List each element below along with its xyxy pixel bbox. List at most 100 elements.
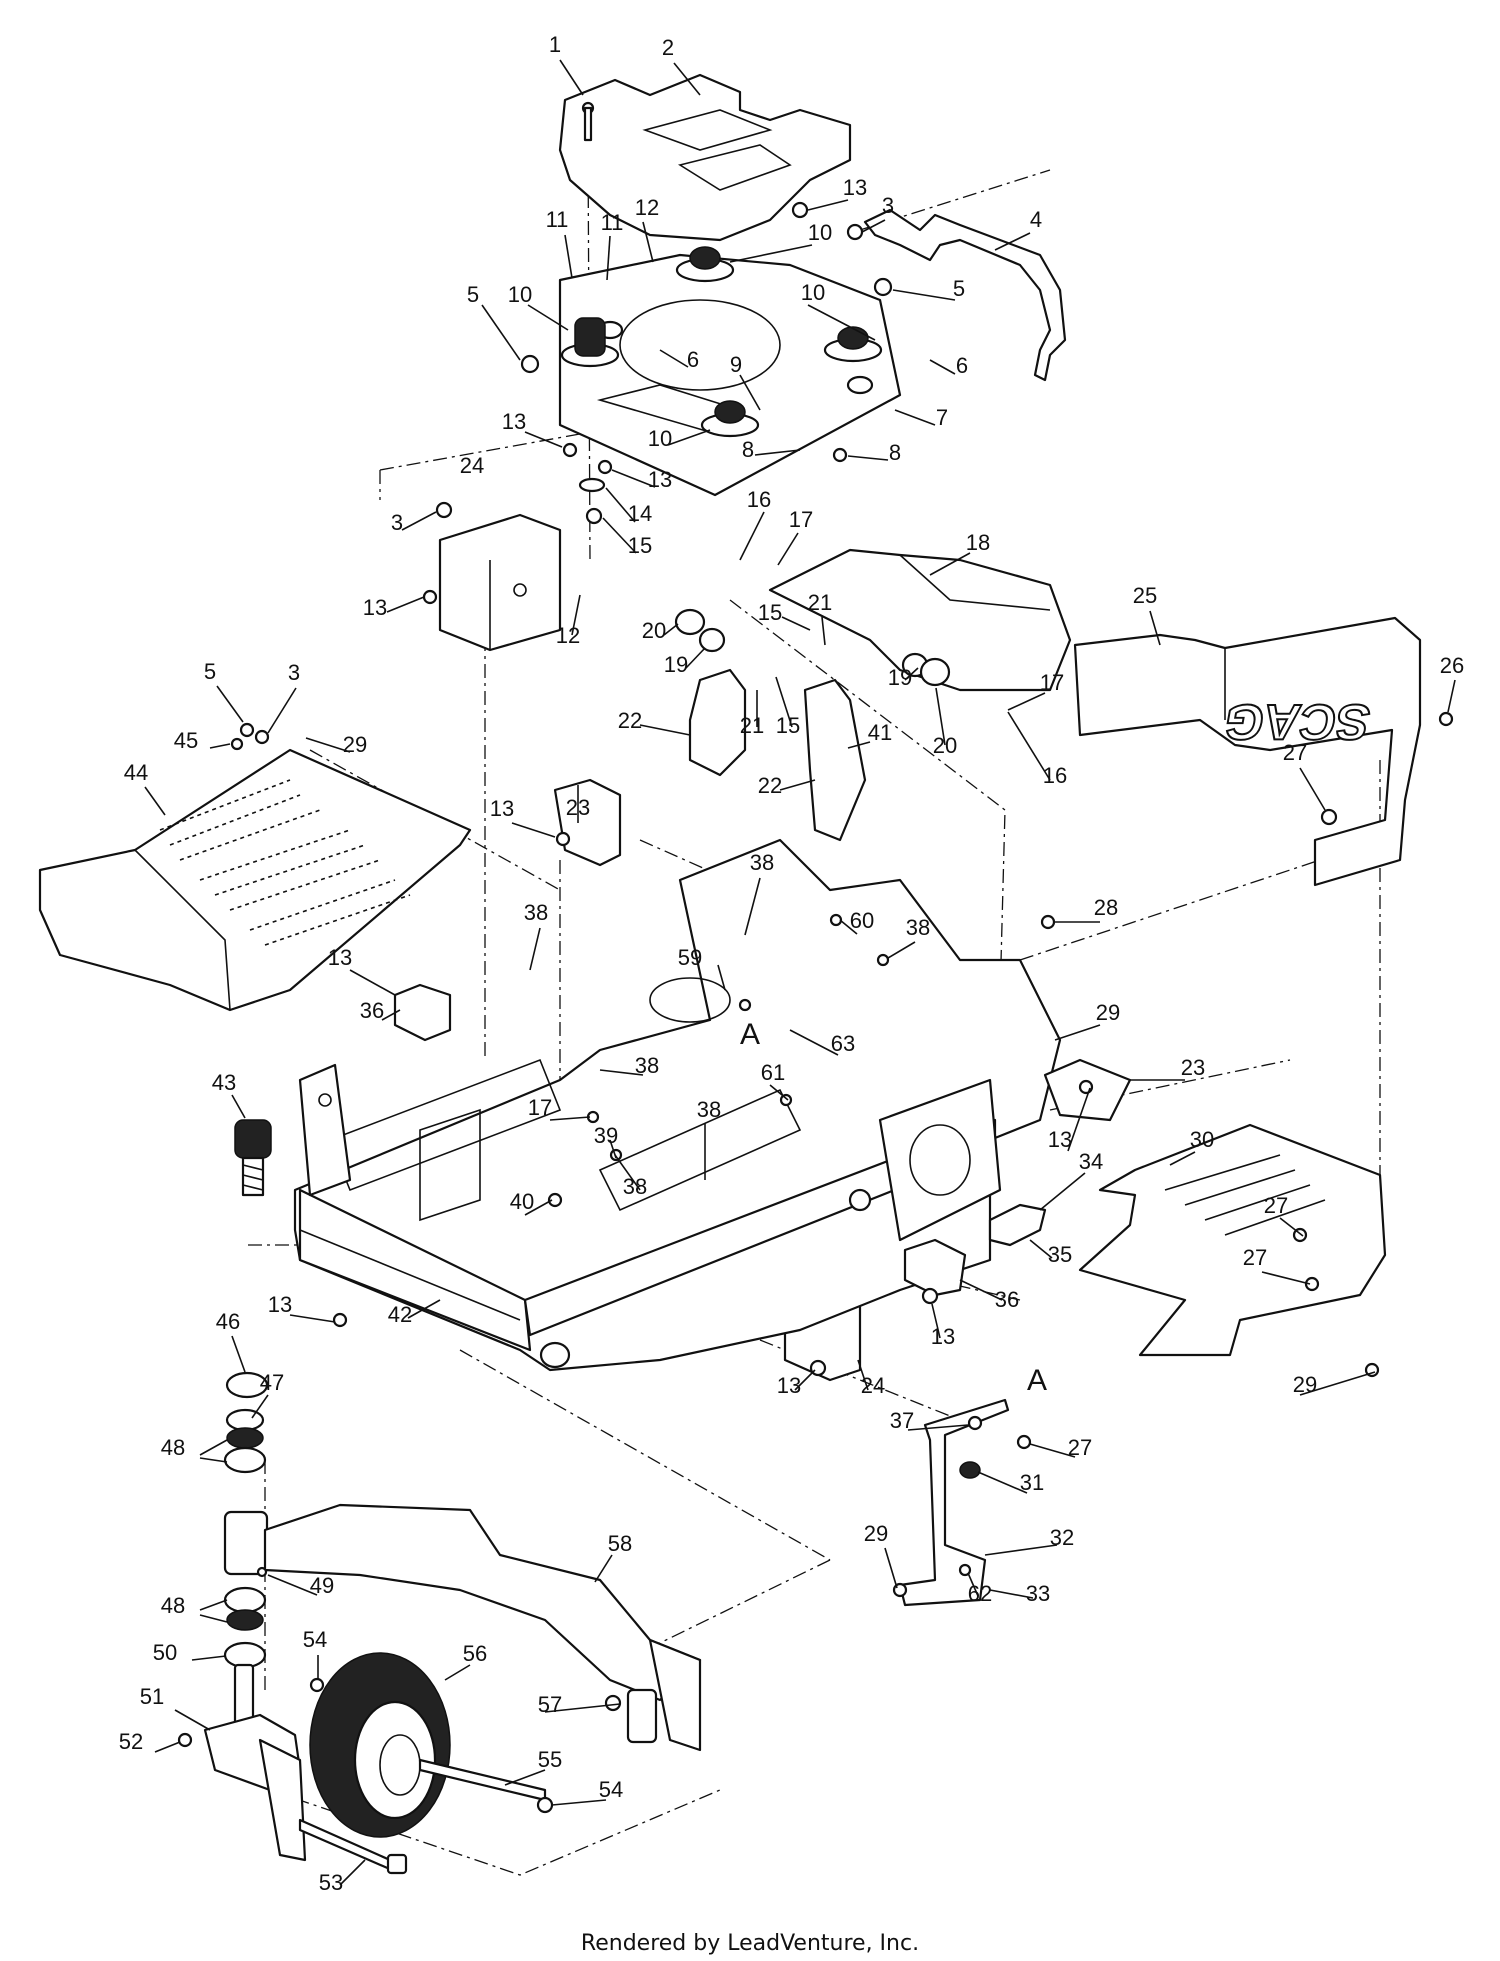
part-number-callout: 23 [566, 795, 590, 820]
fasteners [177, 101, 1454, 1814]
part-number-callout: 22 [758, 773, 782, 798]
part-number-callout: 13 [502, 409, 526, 434]
part-number-callout: 29 [1096, 1000, 1120, 1025]
part-number-callout: 60 [850, 908, 874, 933]
brand-decal: SCAG [1220, 694, 1374, 751]
part-number-callout: 27 [1264, 1193, 1288, 1218]
part-number-callout: 6 [956, 353, 968, 378]
part-number-callout: 26 [1440, 653, 1464, 678]
bumper-stop [234, 1119, 272, 1197]
part-number-callout: 12 [635, 195, 659, 220]
part-number-callout: 19 [888, 665, 912, 690]
part-number-callout: 10 [801, 280, 825, 305]
part-number-callout: 3 [882, 193, 894, 218]
part-number-callout: 13 [490, 796, 514, 821]
part-number-callout: 14 [628, 501, 652, 526]
part-number-callout: 25 [1133, 583, 1157, 608]
part-number-callout: 10 [508, 282, 532, 307]
seat-latch-rod [863, 208, 1067, 382]
mounting-bracket-36-upper [393, 983, 452, 1042]
part-number-callout: 58 [608, 1531, 632, 1556]
part-number-callout: 5 [467, 282, 479, 307]
part-number-callout: 38 [750, 850, 774, 875]
part-number-callout: 16 [747, 487, 771, 512]
floor-plate [38, 748, 472, 1012]
part-number-callout: 36 [995, 1287, 1019, 1312]
part-number-callout: 34 [1079, 1149, 1103, 1174]
part-number-callout: 53 [319, 1870, 343, 1895]
part-number-callout: 32 [1050, 1525, 1074, 1550]
part-number-callout: 40 [510, 1189, 534, 1214]
part-number-callout: 23 [1181, 1055, 1205, 1080]
part-number-callout: 21 [740, 713, 764, 738]
part-number-callout: 17 [789, 507, 813, 532]
part-number-callout: 7 [936, 405, 948, 430]
part-number-callout: 39 [594, 1123, 618, 1148]
part-number-callout: 17 [528, 1095, 552, 1120]
mounting-bracket-36-lower [903, 1238, 967, 1297]
part-number-callout: 20 [642, 618, 666, 643]
part-number-callout: 61 [761, 1060, 785, 1085]
leader-lines [144, 59, 1456, 1886]
mounting-bracket-23-upper [553, 778, 622, 867]
part-number-callout: 19 [664, 652, 688, 677]
part-number-callout: 41 [868, 720, 892, 745]
part-number-callout: 37 [890, 1408, 914, 1433]
part-number-callout: 55 [538, 1747, 562, 1772]
part-number-callout: 12 [556, 623, 580, 648]
part-number-callout: 44 [124, 760, 148, 785]
part-number-callout: 54 [303, 1627, 327, 1652]
part-number-callout: 33 [1026, 1581, 1050, 1606]
part-number-callout: 36 [360, 998, 384, 1023]
part-number-callout: 50 [153, 1640, 177, 1665]
part-number-callout: 49 [310, 1573, 334, 1598]
seat-mounting-plate [558, 73, 852, 242]
main-frame [293, 838, 1062, 1372]
seat-suspension-plate [558, 253, 902, 497]
part-number-callout: 45 [174, 728, 198, 753]
part-number-callout: 1 [549, 32, 561, 57]
part-number-callout: 13 [363, 595, 387, 620]
part-number-callout: 5 [204, 659, 216, 684]
reference-letter: A [740, 1018, 760, 1051]
part-number-callout: 10 [648, 426, 672, 451]
part-number-callout: 6 [687, 347, 699, 372]
part-number-callout: 46 [216, 1309, 240, 1334]
part-number-callout: 5 [953, 276, 965, 301]
part-number-callout: 28 [1094, 895, 1118, 920]
part-number-callout: 3 [391, 510, 403, 535]
caster-fork-arm [223, 1503, 702, 1752]
part-number-callout: 52 [119, 1729, 143, 1754]
part-number-callout: 13 [648, 467, 672, 492]
spacers-washers [674, 608, 951, 687]
part-number-callout: 38 [635, 1053, 659, 1078]
part-number-callout: 9 [730, 352, 742, 377]
part-number-callout: 31 [1020, 1470, 1044, 1495]
part-number-callout: 62 [968, 1581, 992, 1606]
bracket-37-arm [898, 1398, 1010, 1607]
control-console [768, 548, 1072, 692]
part-number-callout: 8 [742, 437, 754, 462]
part-number-callout: 29 [1293, 1372, 1317, 1397]
part-number-callout: 13 [1048, 1127, 1072, 1152]
part-number-callout: 15 [628, 533, 652, 558]
caster-bearing-stack-lower [223, 1586, 267, 1669]
part-number-callout: 35 [1048, 1242, 1072, 1267]
part-number-callout: 21 [808, 590, 832, 615]
caster-bearing-stack-upper [223, 1371, 269, 1474]
part-number-callout: 2 [662, 35, 674, 60]
floor-plate-perforation [159, 779, 411, 946]
part-number-callout: 38 [524, 900, 548, 925]
rear-bumper-hood: SCAG [1073, 616, 1422, 887]
part-number-callout: 18 [966, 530, 990, 555]
part-number-callout: 4 [1030, 207, 1042, 232]
part-number-callout: 15 [776, 713, 800, 738]
part-number-callout: 38 [697, 1097, 721, 1122]
part-number-callout: 30 [1190, 1127, 1214, 1152]
part-number-callout: 48 [161, 1435, 185, 1460]
part-number-callout: 54 [599, 1777, 623, 1802]
part-number-callout: 20 [933, 733, 957, 758]
part-number-callout: 42 [388, 1302, 412, 1327]
part-number-callout: 47 [260, 1370, 284, 1395]
